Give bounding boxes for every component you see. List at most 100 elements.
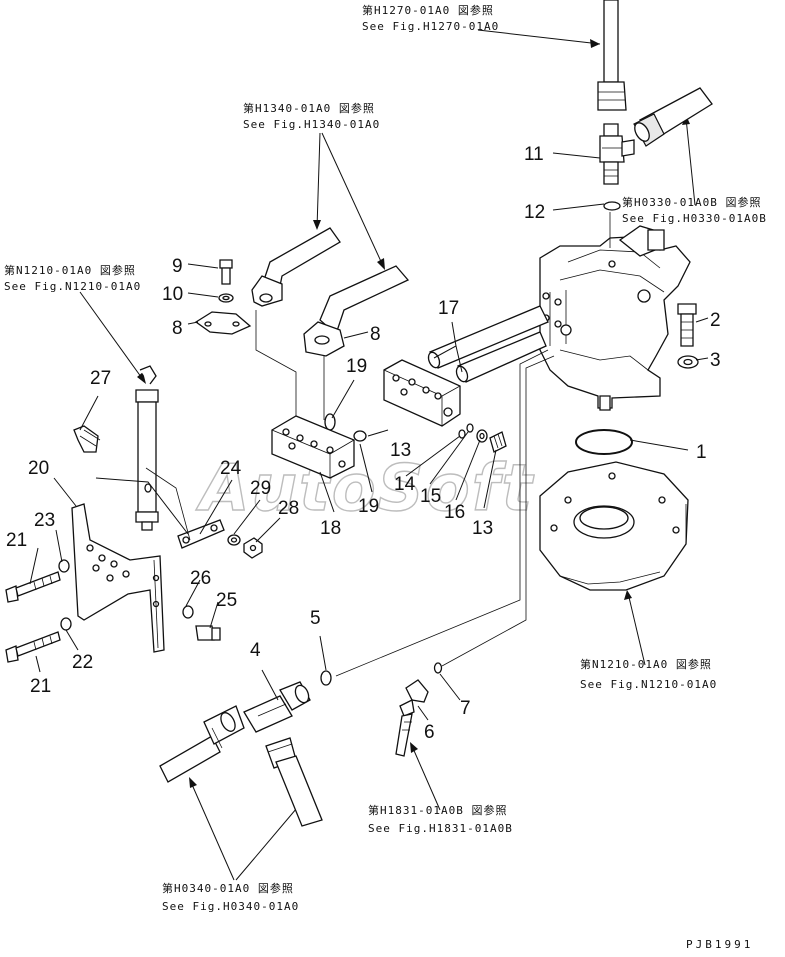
part-25-bolt — [195, 625, 221, 641]
callout-5: 5 — [310, 608, 321, 629]
callout-14: 14 — [394, 474, 416, 495]
callout-2: 2 — [710, 310, 721, 331]
callout-numbers: 1 2 3 4 5 6 7 8 8 9 10 11 12 13 13 14 15… — [6, 144, 721, 743]
part-7-oring — [433, 662, 443, 674]
part-12-oring — [603, 201, 621, 211]
ref-h0340-line1: 第H0340-01A0 図参照 — [162, 881, 294, 895]
part-27-cylinder — [135, 365, 159, 531]
callout-7: 7 — [460, 698, 471, 719]
ref-n1210-bottom-line1: 第N1210-01A0 図参照 — [580, 657, 712, 671]
callout-28: 28 — [278, 498, 299, 519]
callout-20: 20 — [28, 458, 49, 479]
callout-6: 6 — [424, 722, 435, 743]
callout-9: 9 — [172, 256, 183, 277]
callout-8-right: 8 — [370, 324, 381, 345]
part-11-elbow — [599, 123, 635, 185]
callout-3: 3 — [710, 350, 721, 371]
part-18-block — [271, 415, 355, 479]
callout-13-upper: 13 — [390, 440, 411, 461]
ref-h0340-line2: See Fig.H0340-01A0 — [162, 900, 299, 913]
ref-h1270: 第H1270-01A0 図参照 See Fig.H1270-01A0 — [362, 3, 499, 33]
part-28-nut — [243, 537, 263, 559]
part-8-clamp-left — [194, 311, 252, 335]
main-valve-body — [539, 225, 691, 411]
ref-n1210-top-line2: See Fig.N1210-01A0 — [4, 280, 141, 293]
part-20-bracket — [71, 503, 165, 653]
part-22-washer — [60, 617, 72, 631]
callout-19-lower: 19 — [358, 496, 379, 517]
ref-h0330: 第H0330-01A0B 図参照 See Fig.H0330-01A0B — [622, 195, 767, 225]
part-27-ubolt — [73, 425, 101, 453]
ref-h1340: 第H1340-01A0 図参照 See Fig.H1340-01A0 — [243, 101, 380, 131]
part-9-bolt — [219, 259, 233, 285]
ref-h0330-line1: 第H0330-01A0B 図参照 — [622, 195, 761, 209]
hose-left-h1340 — [251, 227, 341, 420]
hose-left-h0340 — [159, 705, 245, 783]
part-13-block — [383, 359, 461, 427]
part-6-elbow — [395, 679, 429, 757]
ref-h0330-line2: See Fig.H0330-01A0B — [622, 212, 767, 225]
ref-h1340-line2: See Fig.H1340-01A0 — [243, 118, 380, 131]
ref-n1210-bottom-line2: See Fig.N1210-01A0 — [580, 678, 717, 691]
callout-21-lower: 21 — [30, 676, 51, 697]
part-10-washer — [218, 293, 234, 303]
ref-h1831: 第H1831-01A0B 図参照 See Fig.H1831-01A0B — [368, 803, 513, 835]
callout-15: 15 — [420, 486, 441, 507]
part-21-bolt-upper — [5, 571, 61, 603]
callout-23: 23 — [34, 510, 55, 531]
part-23-washer — [58, 559, 70, 573]
part-3-washer — [677, 355, 699, 369]
hose-right-h1340 — [303, 265, 410, 420]
callout-26: 26 — [190, 568, 211, 589]
ref-h0340: 第H0340-01A0 図参照 See Fig.H0340-01A0 — [162, 881, 299, 913]
routing-lines — [145, 212, 611, 677]
ref-h1831-line2: See Fig.H1831-01A0B — [368, 822, 513, 835]
callout-19-upper: 19 — [346, 356, 367, 377]
part-15-oring — [466, 423, 474, 433]
part-26-washer — [182, 605, 194, 619]
ref-h1831-line1: 第H1831-01A0B 図参照 — [368, 803, 507, 817]
watermark: AutoSoft — [195, 452, 535, 526]
upper-pipe — [597, 0, 627, 111]
callout-17: 17 — [438, 298, 459, 319]
callout-24: 24 — [220, 458, 242, 479]
hose-right-h0340 — [265, 737, 323, 827]
ref-h1270-line2: See Fig.H1270-01A0 — [362, 20, 499, 33]
part-4-tee-fitting — [243, 681, 311, 733]
callout-27: 27 — [90, 368, 111, 389]
callout-13-lower: 13 — [472, 518, 493, 539]
part-21-bolt-lower — [5, 631, 61, 663]
callout-22: 22 — [72, 652, 93, 673]
callout-18: 18 — [320, 518, 341, 539]
right-hose — [633, 87, 713, 147]
ref-h1270-line1: 第H1270-01A0 図参照 — [362, 3, 494, 17]
housing — [539, 461, 689, 591]
part-5-oring — [320, 670, 332, 686]
ref-n1210-top-line1: 第N1210-01A0 図参照 — [4, 263, 136, 277]
ref-h1340-line1: 第H1340-01A0 図参照 — [243, 101, 375, 115]
part-17-pipe — [427, 305, 549, 383]
callout-11: 11 — [524, 144, 544, 165]
drawing-number: PJB1991 — [686, 938, 753, 951]
callout-25: 25 — [216, 590, 237, 611]
callout-leaders — [29, 152, 709, 721]
part-29-washer — [227, 534, 241, 546]
callout-8-left: 8 — [172, 318, 183, 339]
part-24-plate — [177, 519, 225, 549]
ref-n1210-top: 第N1210-01A0 図参照 See Fig.N1210-01A0 — [4, 263, 141, 293]
part-1-oring — [575, 429, 633, 455]
callout-10: 10 — [162, 284, 183, 305]
part-14-oring — [458, 429, 466, 439]
part-16-washer — [476, 429, 488, 443]
part-13-plug — [489, 431, 507, 453]
callout-16: 16 — [444, 502, 465, 523]
callout-4: 4 — [250, 640, 261, 661]
part-2-bolt — [677, 303, 697, 347]
callout-12: 12 — [524, 202, 545, 223]
callout-21-upper: 21 — [6, 530, 27, 551]
callout-1: 1 — [696, 442, 707, 463]
ref-n1210-bottom: 第N1210-01A0 図参照 See Fig.N1210-01A0 — [580, 657, 717, 691]
callout-29: 29 — [250, 478, 271, 499]
reference-arrows — [79, 29, 696, 881]
